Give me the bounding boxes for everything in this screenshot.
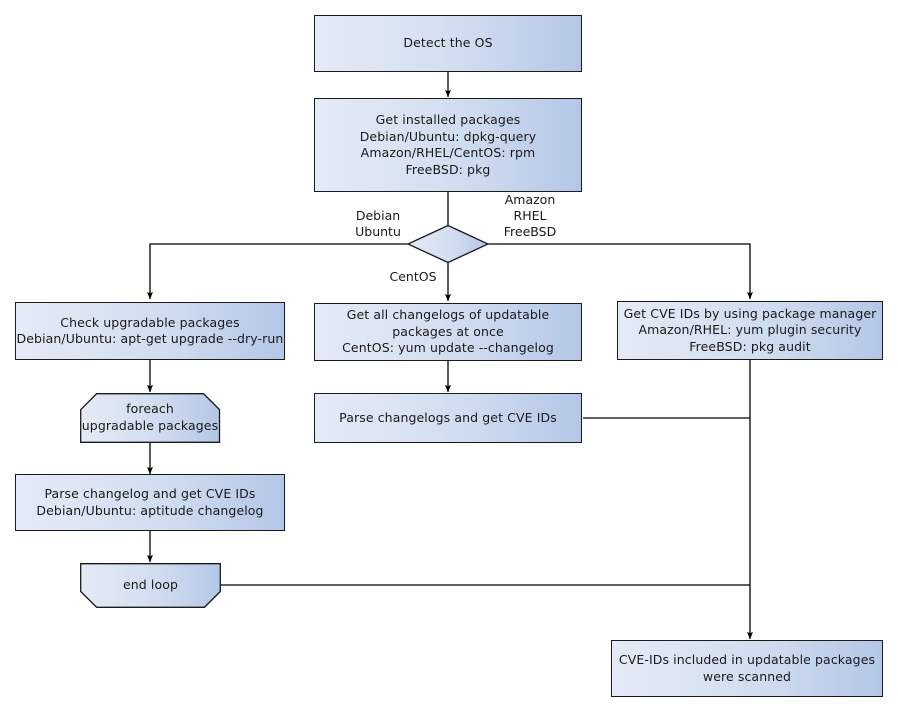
- edge-label-debian-ubuntu: Debian Ubuntu: [355, 208, 401, 239]
- node-get-installed-packages-label: Get installed packages Debian/Ubuntu: dp…: [359, 112, 537, 177]
- node-get-cve-ids-package-manager-label: Get CVE IDs by using package manager Ama…: [623, 305, 877, 354]
- edge-label-amazon-rhel-freebsd: Amazon RHEL FreeBSD: [503, 192, 557, 239]
- node-parse-changelogs-centos-label: Parse changelogs and get CVE IDs: [339, 409, 557, 425]
- node-parse-changelog-debian-label: Parse changelog and get CVE IDs Debian/U…: [36, 486, 264, 518]
- node-end-loop[interactable]: end loop: [80, 563, 221, 608]
- os-decision-diamond: [406, 224, 490, 264]
- node-get-installed-packages[interactable]: Get installed packages Debian/Ubuntu: dp…: [314, 98, 582, 192]
- node-end-loop-label: end loop: [122, 577, 179, 593]
- node-get-cve-ids-package-manager[interactable]: Get CVE IDs by using package manager Ama…: [617, 301, 883, 360]
- node-get-all-changelogs[interactable]: Get all changelogs of updatable packages…: [314, 303, 582, 361]
- node-scanned-result-label: CVE-IDs included in updatable packages w…: [618, 652, 876, 684]
- node-check-upgradable-packages[interactable]: Check upgradable packages Debian/Ubuntu:…: [15, 302, 285, 360]
- node-parse-changelog-debian[interactable]: Parse changelog and get CVE IDs Debian/U…: [15, 474, 285, 531]
- node-foreach-upgradable-packages-label: foreach upgradable packages: [81, 401, 219, 433]
- node-detect-os-label: Detect the OS: [403, 35, 493, 51]
- node-detect-os[interactable]: Detect the OS: [314, 15, 582, 72]
- node-foreach-upgradable-packages[interactable]: foreach upgradable packages: [80, 393, 220, 442]
- edge-label-centos: CentOS: [389, 269, 437, 284]
- node-check-upgradable-packages-label: Check upgradable packages Debian/Ubuntu:…: [16, 314, 284, 347]
- edge-decision-to-check-upgradable: [146, 243, 408, 300]
- node-parse-changelogs-centos[interactable]: Parse changelogs and get CVE IDs: [314, 393, 582, 443]
- edge-decision-to-cve-pkgmgr: [488, 243, 753, 300]
- node-scanned-result[interactable]: CVE-IDs included in updatable packages w…: [611, 640, 883, 697]
- node-get-all-changelogs-label: Get all changelogs of updatable packages…: [342, 307, 554, 356]
